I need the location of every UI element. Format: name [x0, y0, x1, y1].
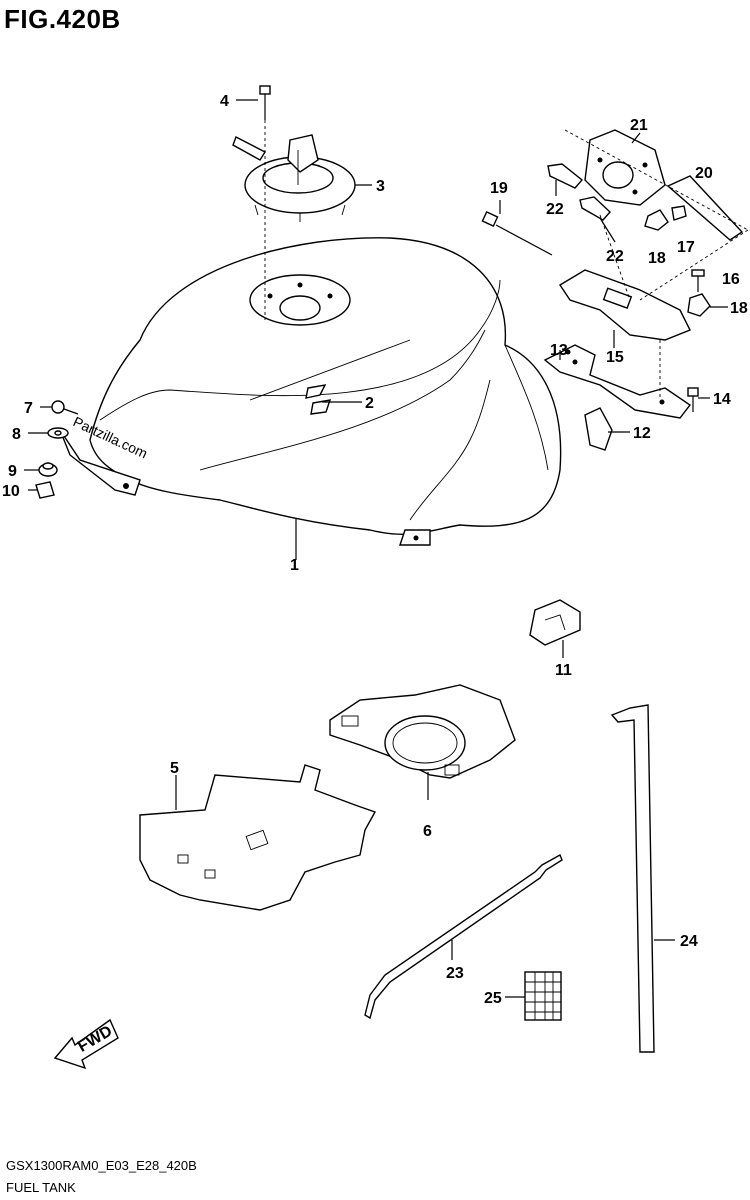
- callout-10: 10: [2, 483, 20, 500]
- callout-18a: 18: [648, 250, 666, 267]
- hose-24: [610, 704, 655, 1053]
- callout-9: 9: [8, 463, 17, 480]
- bolt-4: [259, 85, 271, 320]
- heat-shield-5: [139, 764, 377, 911]
- rod-23: [364, 854, 563, 1020]
- bracket-15: [559, 269, 691, 341]
- callout-17: 17: [677, 239, 695, 256]
- callout-23: 23: [446, 965, 464, 982]
- callout-4: 4: [220, 93, 229, 110]
- callout-6: 6: [423, 823, 432, 840]
- washer-8: [47, 427, 69, 439]
- rod-20: [666, 175, 744, 241]
- pad-25: [524, 971, 562, 1021]
- callout-14: 14: [713, 391, 731, 408]
- cushion-11: [529, 599, 581, 646]
- fwd-arrow: FWD: [53, 1018, 119, 1070]
- grommet-9: [38, 462, 58, 477]
- nut-18: [687, 293, 711, 317]
- callout-18b: 18: [730, 300, 748, 317]
- callout-24: 24: [680, 933, 698, 950]
- fuel-tank: [59, 237, 562, 546]
- callout-20: 20: [695, 165, 713, 182]
- heat-shield-6: [329, 684, 516, 779]
- callout-22a: 22: [546, 201, 564, 218]
- leader-lines: [24, 99, 749, 998]
- bolt-19: [481, 211, 553, 256]
- callout-labels: 1 2 3 4 5 6 7 8 9 10 11 12 13 14 15 16 1…: [2, 93, 748, 1007]
- figure-code: GSX1300RAM0_E03_E28_420B: [6, 1158, 197, 1173]
- callout-16: 16: [722, 271, 740, 288]
- emblem: [305, 384, 332, 415]
- callout-13: 13: [550, 342, 568, 359]
- callout-15: 15: [606, 349, 624, 366]
- callout-2: 2: [365, 395, 374, 412]
- callout-22b: 22: [606, 248, 624, 265]
- collar-22b: [579, 196, 611, 221]
- figure-name: FUEL TANK: [6, 1180, 76, 1195]
- bolt-14: [687, 387, 699, 412]
- callout-25: 25: [484, 990, 502, 1007]
- screw-16: [691, 269, 705, 292]
- cushion-12: [584, 407, 613, 451]
- callout-1: 1: [290, 557, 299, 574]
- callout-21: 21: [630, 117, 648, 134]
- callout-12: 12: [633, 425, 651, 442]
- callout-3: 3: [376, 178, 385, 195]
- fuel-cap: [232, 134, 356, 222]
- collar-10: [35, 481, 55, 499]
- callout-5: 5: [170, 760, 179, 777]
- nut-17: [644, 205, 687, 231]
- callout-11: 11: [555, 662, 572, 679]
- collar-22a: [547, 163, 584, 189]
- callout-7: 7: [24, 400, 33, 417]
- bracket-21: [584, 129, 666, 206]
- figure-title: FIG.420B: [4, 4, 121, 34]
- bolt-7: [51, 400, 79, 415]
- callout-19: 19: [490, 180, 508, 197]
- callout-8: 8: [12, 426, 21, 443]
- bracket-13: [543, 344, 692, 419]
